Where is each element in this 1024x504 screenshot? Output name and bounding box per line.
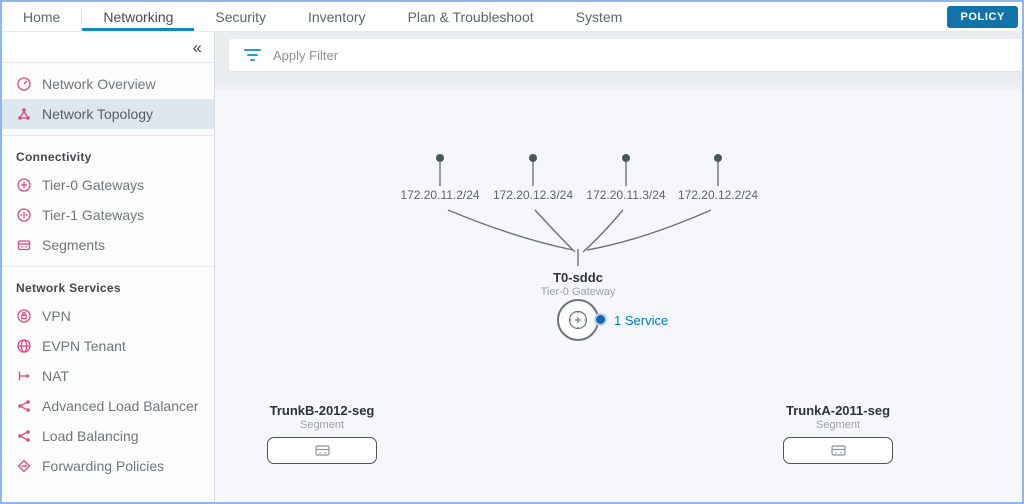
service-badge-icon[interactable] [594, 313, 607, 326]
sidebar-group-network-services: Network Services VPN EVPN Tenant NAT [2, 266, 214, 487]
sidebar-item-label: VPN [42, 308, 71, 324]
segment-box[interactable] [783, 437, 893, 464]
sidebar-item-label: Advanced Load Balancer [42, 398, 199, 414]
sidebar-item-label: Forwarding Policies [42, 458, 165, 474]
sidebar-item-tier1-gateways[interactable]: Tier-1 Gateways [2, 200, 214, 230]
nav-separator [81, 9, 83, 24]
sidebar-item-label: Tier-0 Gateways [42, 177, 145, 193]
service-count-link[interactable]: 1 Service [614, 313, 669, 328]
segment-type-label: Segment [815, 419, 861, 431]
sidebar-group-overview: Network Overview Network Topology [2, 63, 214, 135]
policy-button[interactable]: POLICY [947, 6, 1018, 28]
sidebar-item-label: EVPN Tenant [42, 338, 126, 354]
nav-item-security[interactable]: Security [215, 8, 266, 25]
sidebar-item-load-balancing[interactable]: Load Balancing [2, 421, 214, 451]
sidebar-item-label: Load Balancing [42, 428, 139, 444]
sidebar-item-label: Network Topology [42, 106, 154, 122]
nav-item-system[interactable]: System [575, 8, 623, 25]
sidebar-item-forwarding-policies[interactable]: Forwarding Policies [2, 451, 214, 481]
sidebar-item-vpn[interactable]: VPN [2, 301, 214, 331]
sidebar-item-network-topology[interactable]: Network Topology [2, 99, 214, 129]
sidebar-item-segments[interactable]: Segments [2, 230, 214, 260]
tier0-gateway-node[interactable] [557, 299, 599, 341]
sidebar-item-label: NAT [42, 368, 69, 384]
topology-canvas[interactable]: 172.20.11.2/24 172.20.12.3/24 172.20.11.… [215, 86, 1022, 502]
sidebar-item-network-overview[interactable]: Network Overview [2, 69, 214, 99]
apply-filter-bar[interactable]: Apply Filter [229, 39, 1022, 71]
nav-item-inventory[interactable]: Inventory [307, 8, 366, 25]
uplink-ip-label: 172.20.12.3/24 [492, 188, 574, 202]
gateway-node-icon [568, 310, 588, 330]
sidebar-section-header-network-services: Network Services [16, 281, 121, 295]
nat-icon [16, 368, 32, 384]
forwarding-policies-icon [16, 458, 32, 474]
segment-name-label: TrunkB-2012-seg [269, 403, 375, 418]
sidebar-item-nat[interactable]: NAT [2, 361, 214, 391]
segment-type-label: Segment [299, 419, 345, 431]
sidebar-item-evpn-tenant[interactable]: EVPN Tenant [2, 331, 214, 361]
gateway-name-label: T0-sddc [553, 270, 603, 285]
sidebar-group-connectivity: Connectivity Tier-0 Gateways Tier-1 Gate… [2, 135, 214, 266]
sidebar-item-label: Network Overview [42, 76, 156, 92]
sidebar: « Network Overview Network Topology Conn… [2, 32, 215, 502]
sidebar-item-tier0-gateways[interactable]: Tier-0 Gateways [2, 170, 214, 200]
topology-links [436, 154, 722, 266]
segment-name-label: TrunkA-2011-seg [785, 403, 891, 418]
uplink-ip-label: 172.20.11.3/24 [586, 188, 666, 202]
gauge-icon [16, 76, 32, 92]
segment-node-trunka[interactable]: TrunkA-2011-seg Segment [763, 403, 913, 464]
sidebar-item-label: Tier-1 Gateways [42, 207, 145, 223]
apply-filter-label: Apply Filter [273, 47, 339, 63]
tier1-gateway-icon [16, 207, 32, 223]
top-navigation-bar: Home Networking Security Inventory Plan … [2, 2, 1022, 32]
sidebar-item-advanced-load-balancer[interactable]: Advanced Load Balancer [2, 391, 214, 421]
sidebar-section-header-connectivity: Connectivity [16, 150, 92, 164]
topology-icon [16, 106, 32, 122]
load-balancing-icon [16, 428, 32, 444]
segment-node-trunkb[interactable]: TrunkB-2012-seg Segment [247, 403, 397, 464]
nav-item-home[interactable]: Home [23, 8, 61, 25]
sidebar-item-label: Segments [42, 237, 106, 253]
segment-box-icon [830, 445, 846, 456]
uplink-ip-label: 172.20.11.2/24 [400, 188, 480, 202]
nav-item-networking[interactable]: Networking [82, 2, 195, 31]
sidebar-header: « [2, 32, 214, 63]
uplink-ip-label: 172.20.12.2/24 [677, 188, 759, 202]
load-balancer-icon [16, 398, 32, 414]
main-panel: Apply Filter 172.20.11.2/24 172.20.12.3/… [215, 32, 1022, 502]
tier0-gateway-icon [16, 177, 32, 193]
vpn-icon [16, 308, 32, 324]
collapse-sidebar-icon[interactable]: « [192, 37, 202, 57]
filter-icon [243, 48, 261, 62]
evpn-tenant-icon [16, 338, 32, 354]
segment-icon [16, 237, 32, 253]
segment-box-icon [314, 445, 330, 456]
content-area: « Network Overview Network Topology Conn… [2, 32, 1022, 502]
nav-item-plan-troubleshoot[interactable]: Plan & Troubleshoot [407, 8, 534, 25]
segment-box[interactable] [267, 437, 377, 464]
gateway-type-label: Tier-0 Gateway [540, 286, 616, 298]
